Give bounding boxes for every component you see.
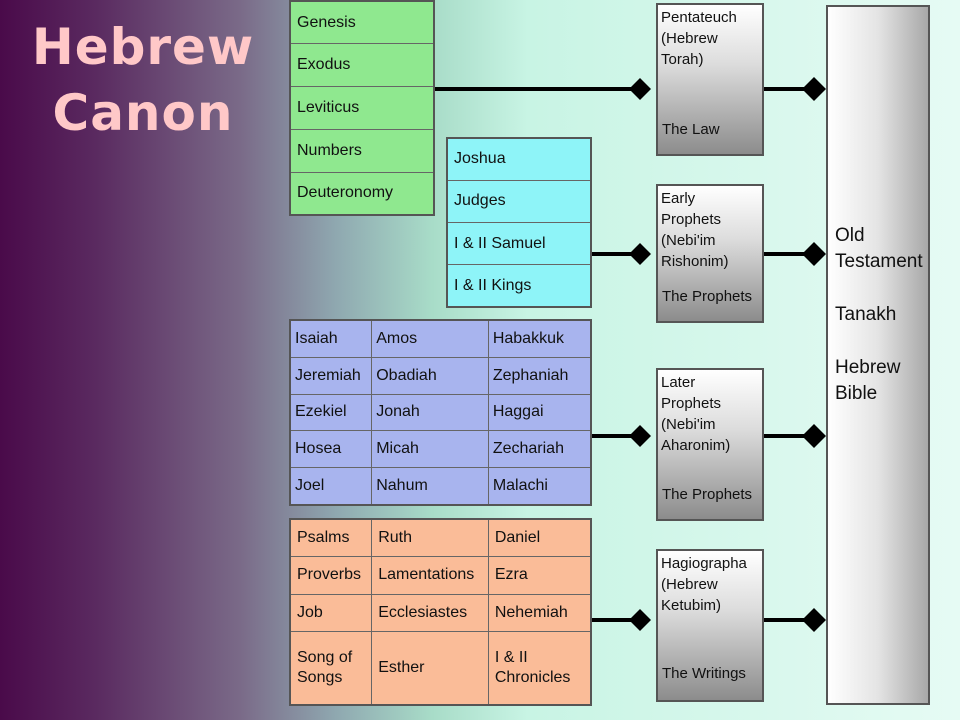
latter-prophets-book: Habakkuk — [487, 321, 590, 358]
category-role: The Prophets — [662, 486, 753, 503]
early-prophets-book: I & II Kings — [448, 264, 590, 306]
hebrew-bible-name: Hebrew Bible — [835, 357, 901, 404]
latter-prophets-book: Hosea — [291, 430, 373, 469]
writings-book: Ruth — [371, 520, 489, 558]
table-row: I & II Kings — [448, 264, 590, 306]
diamond-arrowhead-icon — [629, 425, 651, 447]
table-row: Exodus — [291, 43, 433, 88]
table-row: I & II Samuel — [448, 221, 590, 266]
category-name: Later Prophets (Nebi'im Aharonim) — [661, 374, 731, 454]
category-name: Hagiographa (Hebrew Ketubim) — [661, 555, 747, 614]
latter-prophets-book: Nahum — [371, 467, 489, 504]
category-later-prophets: Later Prophets (Nebi'im Aharonim) The Pr… — [656, 368, 764, 521]
torah-book: Numbers — [291, 128, 433, 173]
connector-torah — [435, 77, 826, 101]
early-prophets-book: I & II Samuel — [448, 221, 590, 266]
diamond-arrowhead-icon — [629, 243, 651, 265]
table-row: Genesis — [291, 2, 433, 45]
category-role: The Law — [662, 121, 720, 138]
writings-book: Nehemiah — [487, 593, 590, 633]
writings-book: Ezra — [487, 556, 590, 595]
latter-prophets-book: Ezekiel — [291, 393, 373, 432]
latter-prophets-book: Isaiah — [291, 321, 373, 358]
torah-book: Exodus — [291, 43, 433, 88]
category-hagiographa: Hagiographa (Hebrew Ketubim) The Writing… — [656, 549, 764, 702]
writings-book: Daniel — [487, 520, 590, 558]
torah-book: Deuteronomy — [291, 171, 433, 214]
category-role: The Writings — [662, 665, 746, 682]
latter-prophets-book: Zephaniah — [487, 356, 590, 395]
diamond-arrowhead-icon — [802, 608, 826, 632]
writings-book: Job — [291, 593, 373, 633]
table-row: Judges — [448, 179, 590, 223]
diamond-arrowhead-icon — [802, 242, 826, 266]
tanakh-name: Tanakh — [835, 304, 897, 325]
title-line-2: Canon — [52, 84, 234, 142]
latter-prophets-book: Joel — [291, 467, 373, 504]
latter-prophets-book: Amos — [371, 321, 489, 358]
early-prophets-book: Judges — [448, 179, 590, 223]
torah-book: Leviticus — [291, 86, 433, 130]
category-name: Pentateuch (Hebrew Torah) — [661, 9, 737, 68]
latter-prophets-book: Obadiah — [371, 356, 489, 395]
latter-prophets-book: Jeremiah — [291, 356, 373, 395]
diamond-arrowhead-icon — [802, 424, 826, 448]
writings-book: Proverbs — [291, 556, 373, 595]
page-title: Hebrew Canon — [18, 14, 268, 146]
torah-book: Genesis — [291, 2, 433, 45]
connector-hagiographa — [592, 608, 826, 632]
category-early-prophets: Early Prophets (Nebi'im Rishonim) The Pr… — [656, 184, 764, 323]
diamond-arrowhead-icon — [629, 609, 651, 631]
old-testament-names: Old Testament Tanakh Hebrew Bible — [835, 223, 926, 407]
diamond-arrowhead-icon — [802, 77, 826, 101]
writings-book: I & II Chronicles — [487, 631, 590, 704]
category-pentateuch: Pentateuch (Hebrew Torah) The Law — [656, 3, 764, 156]
old-testament-box: Old Testament Tanakh Hebrew Bible — [826, 5, 930, 705]
category-role: The Prophets — [662, 288, 753, 305]
table-row: Numbers — [291, 128, 433, 173]
table-row: Deuteronomy — [291, 171, 433, 214]
diamond-arrowhead-icon — [629, 78, 651, 100]
writings-book: Psalms — [291, 520, 373, 558]
title-line-1: Hebrew — [31, 18, 255, 76]
writings-book: Ecclesiastes — [371, 593, 489, 633]
connector-later-prophets — [592, 424, 826, 448]
writings-book: Song of Songs — [291, 631, 373, 704]
category-name: Early Prophets (Nebi'im Rishonim) — [661, 190, 729, 270]
latter-prophets-book: Haggai — [487, 393, 590, 432]
latter-prophets-book: Jonah — [371, 393, 489, 432]
old-testament-name: Old Testament — [835, 225, 923, 272]
table-row: Leviticus — [291, 86, 433, 130]
connector-early-prophets — [592, 242, 826, 266]
latter-prophets-book: Malachi — [487, 467, 590, 504]
latter-prophets-book: Zechariah — [487, 430, 590, 469]
